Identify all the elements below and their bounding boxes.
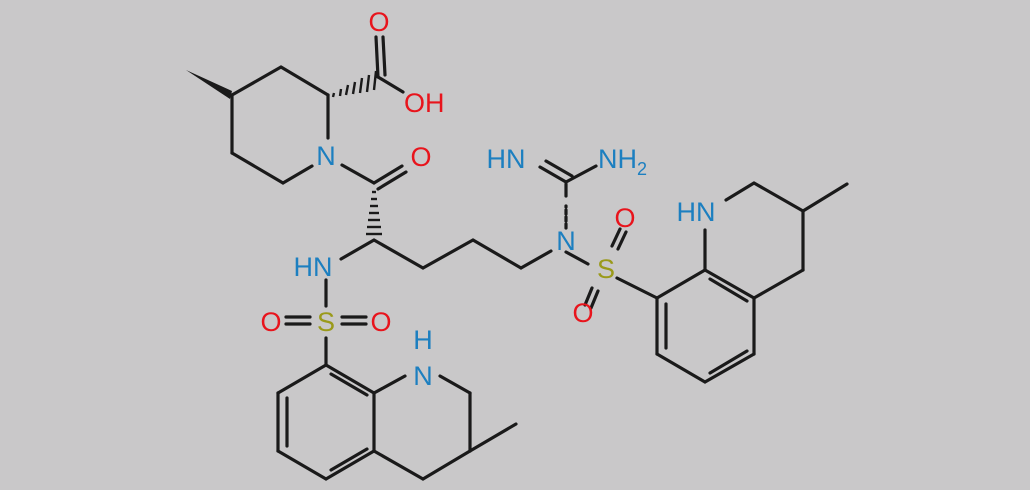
stereo-wedge-methyl — [186, 70, 232, 99]
atom-label-sulfur-right: S — [597, 254, 615, 284]
atom-label-imine-nh: HN — [487, 144, 526, 174]
atom-label-piperidine-n: N — [316, 141, 336, 171]
atom-label-sulfur-right-o1: O — [614, 203, 635, 233]
atom-label-sulfonamide-nh: HN — [294, 252, 333, 282]
atom-label-sulfur-left: S — [317, 307, 335, 337]
atom-label-acid-carbonyl-o: O — [368, 7, 389, 37]
atom-label-sulfur-right-o2: O — [572, 298, 593, 328]
atom-label-quinoline-right-nh: HN — [677, 197, 716, 227]
stereo-hash-alpha — [366, 190, 382, 236]
atom-label-amine-nh2: NH2 — [598, 144, 647, 179]
amine-subscript: 2 — [637, 159, 647, 179]
atom-label-acid-oh: OH — [404, 88, 445, 118]
bond-lines — [230, 35, 849, 481]
atom-label-quinoline-bottom-h: H — [413, 325, 433, 355]
atom-label-amide-o: O — [410, 142, 431, 172]
stereo-hash-acid — [331, 70, 378, 98]
atom-label-sulfur-left-o2: O — [370, 307, 391, 337]
atom-labels: O OH N O HN NH2 N HN S O O S O O HN H N — [260, 7, 715, 391]
atom-label-sulfur-left-o1: O — [260, 307, 281, 337]
amine-nh-text: NH — [598, 144, 637, 174]
atom-label-guanidine-n: N — [556, 226, 576, 256]
atom-label-quinoline-bottom-n: N — [413, 361, 433, 391]
